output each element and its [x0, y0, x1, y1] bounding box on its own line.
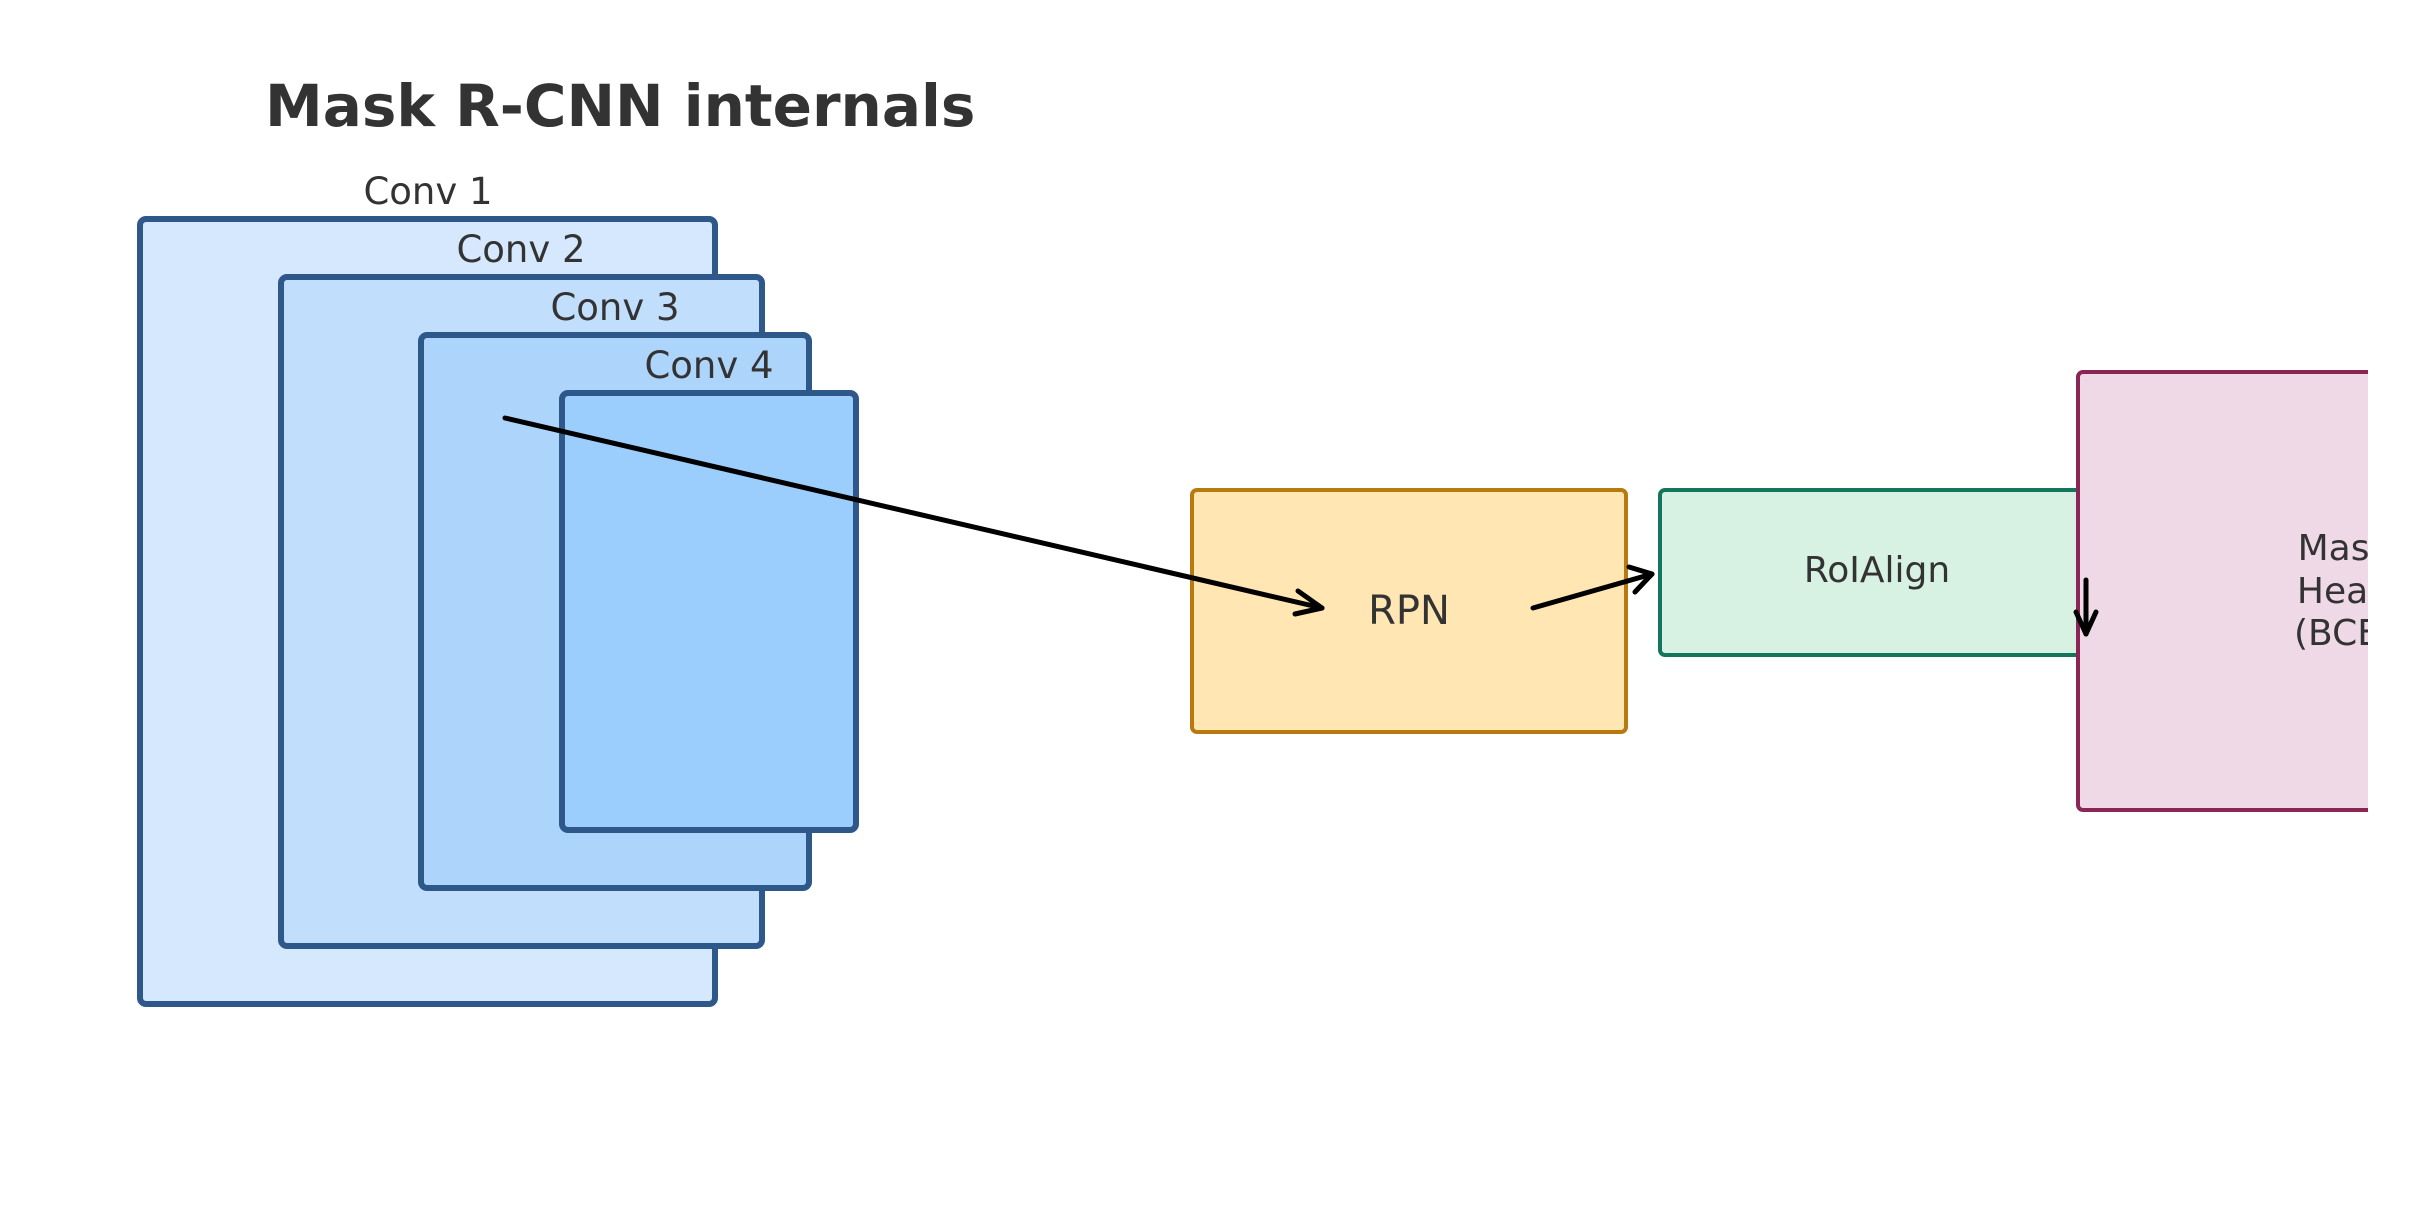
mask-head-block: Mask Head (BCE)	[2076, 370, 2394, 812]
conv-3-label: Conv 3	[550, 286, 679, 329]
rpn-block: RPN	[1190, 488, 1628, 734]
backbone-stack: Conv 1 Conv 2 Conv 3 Conv 4	[137, 170, 859, 1007]
arrow-rpn-to-roialign	[1530, 564, 1655, 611]
rpn-label: RPN	[1368, 588, 1450, 634]
mask-head-box	[2076, 370, 2368, 812]
roialign-label: RoIAlign	[1804, 550, 1950, 591]
conv-2-label: Conv 2	[456, 228, 585, 271]
rpn-box	[1190, 488, 1628, 734]
mask-head-label-line-2: Head	[2297, 571, 2391, 612]
roialign-block: RoIAlign	[1658, 488, 2098, 657]
conv-4-layer	[559, 390, 859, 833]
mask-head-label-line-1: Mask	[2298, 528, 2391, 569]
mask-head-label-line-3: (BCE)	[2294, 613, 2394, 654]
conv-4-label: Conv 4	[644, 344, 773, 387]
diagram-title: Mask R-CNN internals	[265, 72, 975, 140]
arrow-roialign-to-mask-head	[2073, 577, 2099, 637]
flow-arrows	[502, 415, 2099, 637]
arrow-backbone-to-rpn	[502, 415, 1325, 617]
conv-1-label: Conv 1	[363, 170, 492, 213]
